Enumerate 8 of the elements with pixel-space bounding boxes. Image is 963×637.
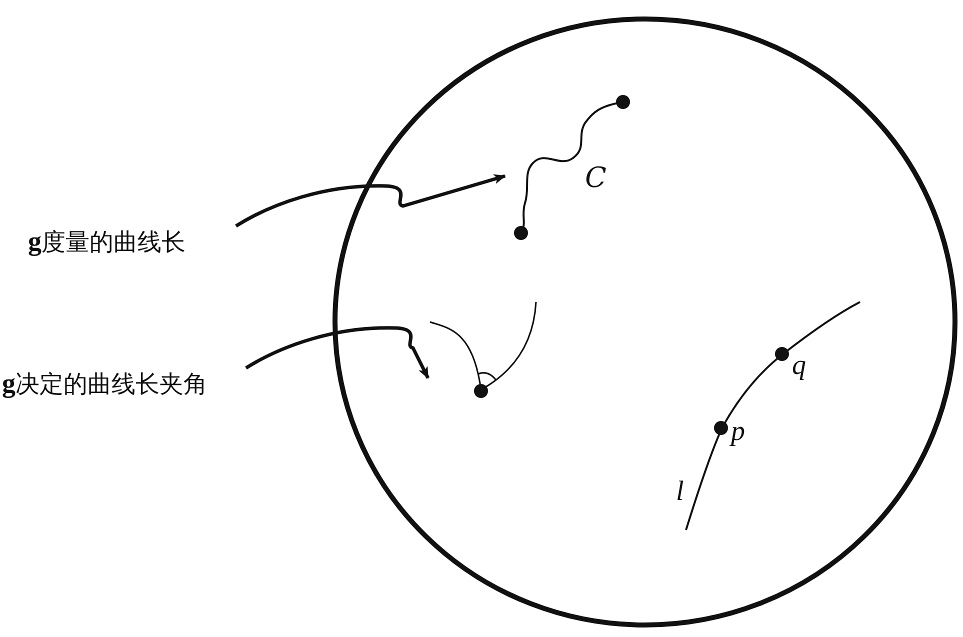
point-label: q	[792, 352, 806, 380]
point-label: l	[676, 478, 684, 506]
callout-text: g度量的曲线长	[28, 226, 186, 258]
callout-text: g决定的曲线长夹角	[2, 368, 208, 400]
curve-label: C	[585, 164, 606, 192]
point-label: p	[731, 418, 745, 446]
arrow	[235, 174, 506, 228]
arrow	[245, 326, 430, 379]
